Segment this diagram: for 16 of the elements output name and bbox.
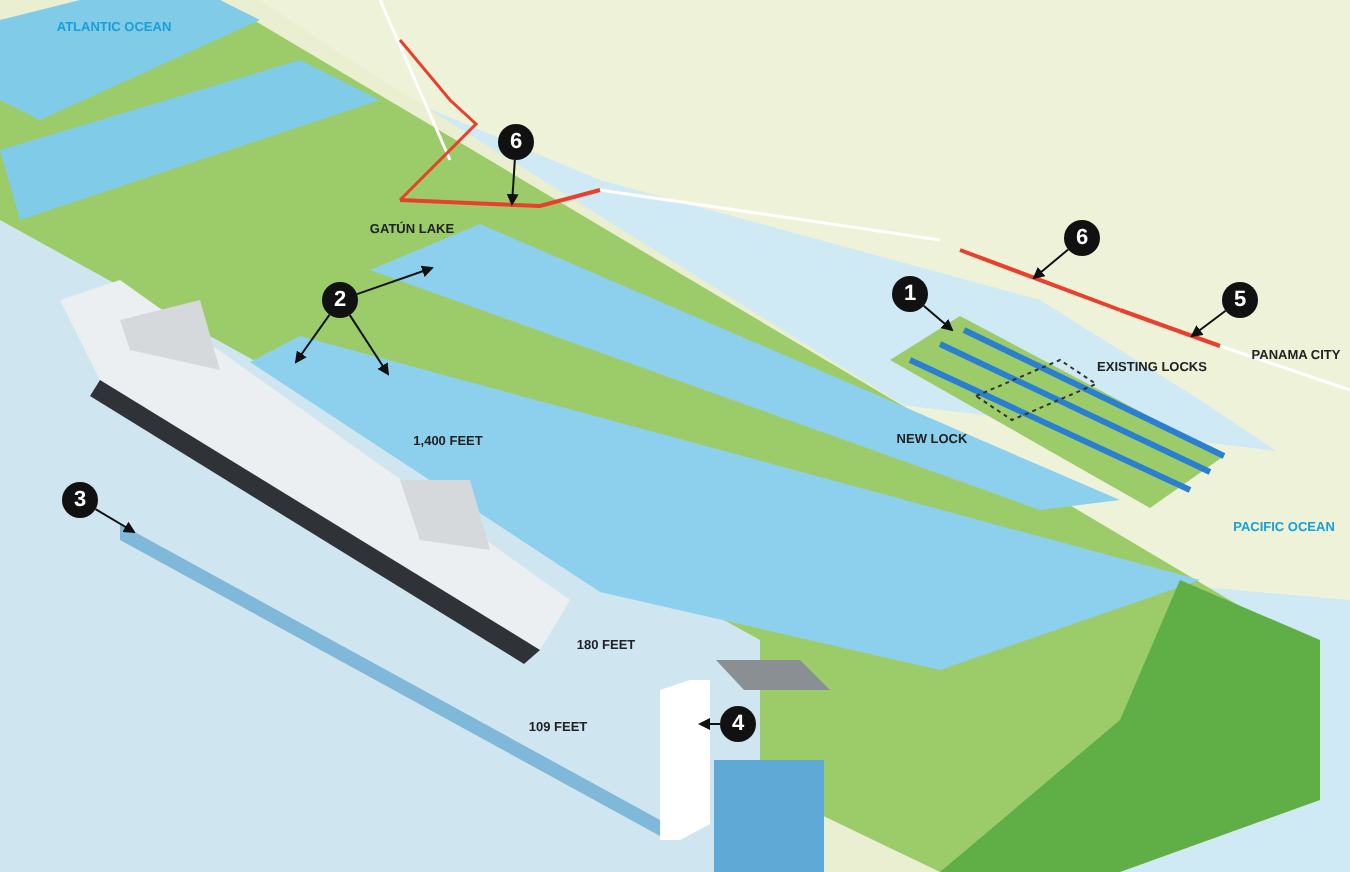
callout-number: 1 [892,276,928,312]
leader-arrow [94,508,136,533]
leader-arrow [1032,248,1070,280]
leader-arrow [698,718,721,730]
embankment-slope [940,580,1320,872]
leader-arrow [1190,309,1227,338]
leader-arrow [348,314,390,376]
canal-route [399,188,601,208]
leader-arrow [294,313,331,364]
lock-chamber [0,0,260,120]
leader-arrow [506,158,519,206]
canal-route [1119,308,1221,348]
leader-arrow [356,265,434,296]
water-culvert [120,524,660,836]
canal-route [959,248,1121,312]
leader-arrow [922,304,954,332]
